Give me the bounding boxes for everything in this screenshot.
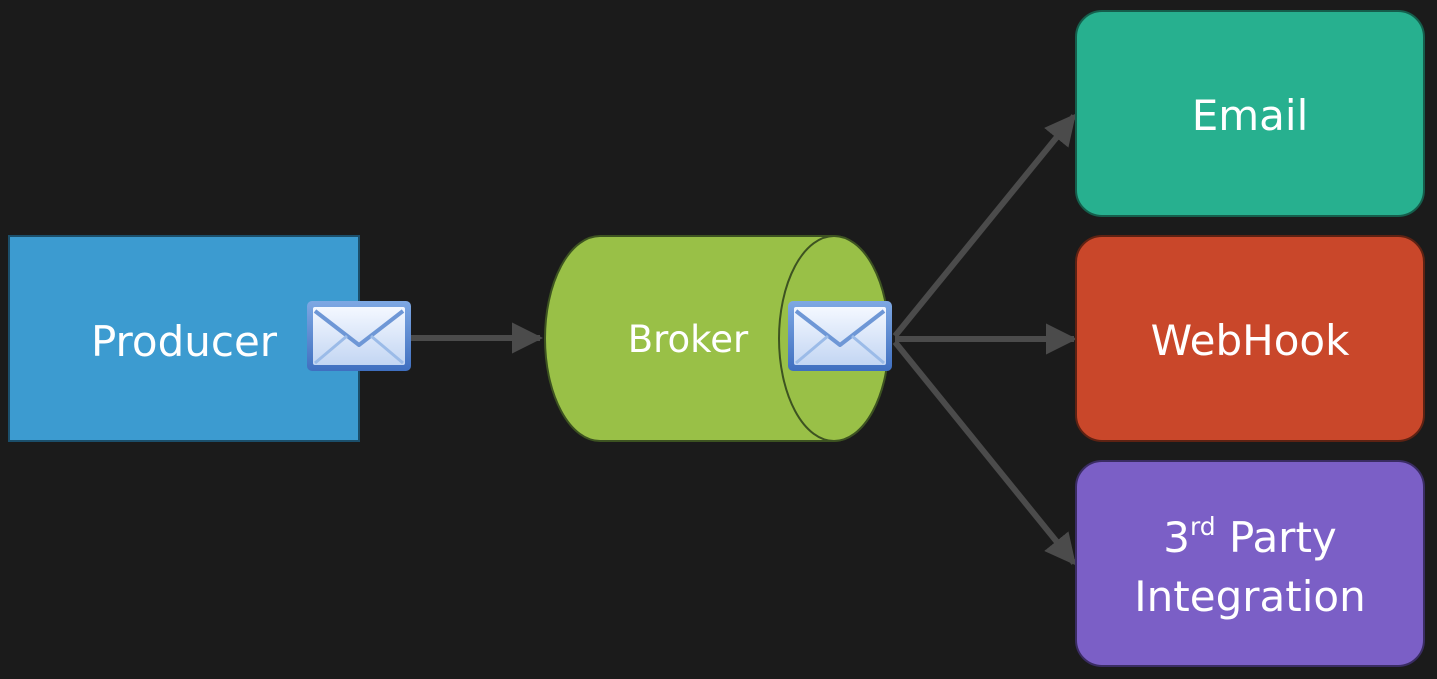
webhook-label: WebHook [1151, 316, 1351, 365]
producer-label: Producer [91, 317, 278, 366]
broker-label: Broker [628, 318, 749, 361]
envelope-icon [786, 299, 894, 373]
email-label: Email [1192, 91, 1309, 140]
envelope-icon [305, 299, 413, 373]
third-party-ordinal-suffix: rd [1190, 512, 1216, 541]
arrow-broker-to-email [892, 113, 1077, 338]
producer-box [8, 235, 360, 442]
webhook-box [1075, 235, 1425, 442]
third-party-node: 3rd Party Integration [1075, 460, 1425, 667]
arrow-broker-to-third-party [892, 340, 1077, 566]
producer-node: Producer [8, 235, 360, 442]
third-party-box [1075, 460, 1425, 667]
third-party-word-party: Party [1216, 513, 1337, 562]
third-party-label-line2: Integration [1134, 572, 1365, 621]
email-box [1075, 10, 1425, 217]
third-party-ordinal-number: 3 [1163, 513, 1190, 562]
webhook-node: WebHook [1075, 235, 1425, 442]
email-node: Email [1075, 10, 1425, 217]
third-party-label-line1: 3rd Party [1163, 512, 1337, 562]
